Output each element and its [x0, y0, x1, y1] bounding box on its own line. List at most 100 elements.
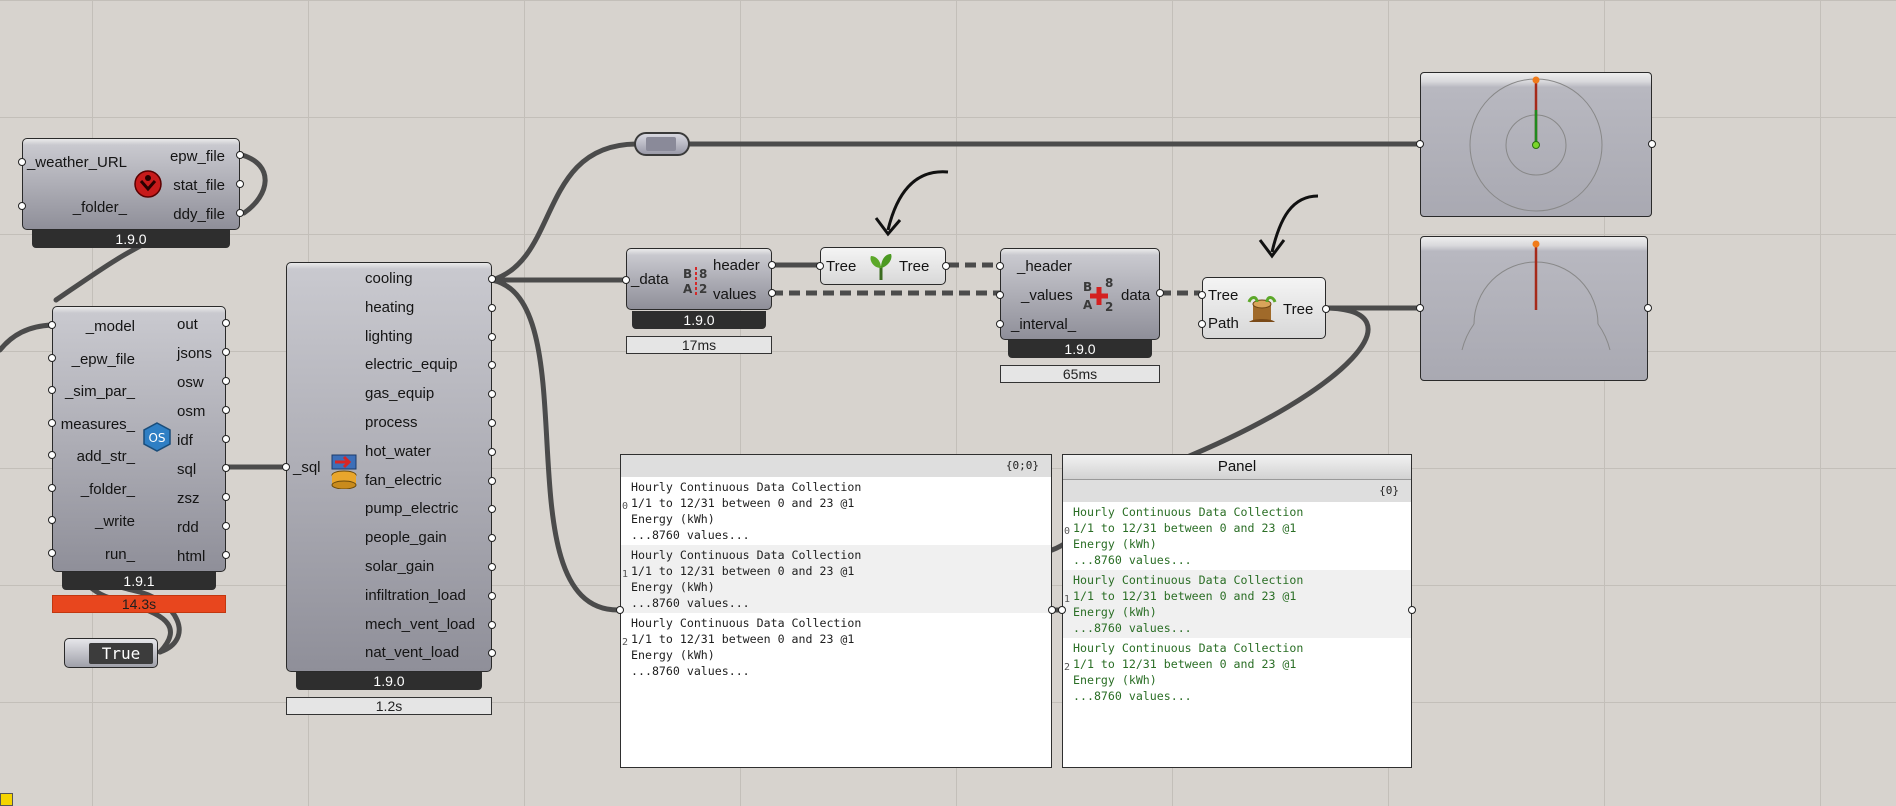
download-weather-component[interactable]: _weather_URL _folder_ epw_file stat_file… [22, 138, 240, 230]
port-jsons[interactable] [222, 348, 230, 356]
port-graft-tree-out[interactable] [1322, 305, 1330, 313]
deconstruct-data-component[interactable]: _data header values B A 8 2 [626, 248, 772, 310]
relay-node[interactable] [634, 132, 690, 156]
output-zsz: zsz [177, 490, 200, 507]
port-preview1-in[interactable] [1416, 140, 1424, 148]
port-stat-file[interactable] [236, 180, 244, 188]
port-panel2-in[interactable] [1058, 606, 1066, 614]
openstudio-icon: OS [143, 422, 171, 452]
port-input-measures[interactable] [48, 419, 56, 427]
input-weather-url: _weather_URL [26, 154, 127, 171]
graft-input-tree: Tree [1208, 287, 1239, 304]
port-data-input[interactable] [622, 276, 630, 284]
output-ddy-file: ddy_file [173, 206, 225, 223]
port-preview2-out[interactable] [1644, 304, 1652, 312]
port-input-epw[interactable] [48, 354, 56, 362]
flatten-tree-icon [870, 254, 892, 280]
port-input-run[interactable] [48, 549, 56, 557]
port-flatten-out[interactable] [942, 262, 950, 270]
port-ddy-file[interactable] [236, 209, 244, 217]
port-osw[interactable] [222, 377, 230, 385]
simplify-tree-icon [1247, 296, 1277, 322]
port-model-out[interactable] [222, 319, 230, 327]
port-sql-output-cooling[interactable] [488, 275, 496, 283]
port-sql-output-solar-gain[interactable] [488, 563, 496, 571]
panel-entry-line: Hourly Continuous Data Collection [1073, 505, 1304, 519]
port-sql-output-electric-equip[interactable] [488, 361, 496, 370]
read-results-component[interactable]: _sql [286, 262, 492, 672]
sql-output-mech-vent-load: mech_vent_load [365, 615, 476, 633]
port-sql-output-fan-electric[interactable] [488, 476, 496, 485]
port-epw-file[interactable] [236, 151, 244, 159]
output-osw: osw [177, 374, 204, 391]
construct-data-component[interactable]: _header _values _interval_ data B A 8 2 [1000, 248, 1160, 340]
panel-entry-line: Hourly Continuous Data Collection [631, 480, 862, 494]
svg-text:OS: OS [148, 431, 165, 445]
ladybug-download-icon [134, 170, 162, 198]
output-stat-file: stat_file [173, 177, 225, 194]
annotation-arrow-flatten [874, 170, 949, 237]
port-panel2-out[interactable] [1408, 606, 1416, 614]
port-sql-output-people-gain[interactable] [488, 534, 496, 543]
port-input-model[interactable] [48, 321, 56, 329]
port-weather-url[interactable] [18, 158, 26, 166]
panel-entry-line: Hourly Continuous Data Collection [1073, 641, 1304, 655]
port-interval-in[interactable] [996, 320, 1004, 328]
port-folder[interactable] [18, 202, 26, 210]
port-sql-output-process[interactable] [488, 419, 496, 427]
port-sql-output-heating[interactable] [488, 303, 496, 312]
port-sql-output-hot-water[interactable] [488, 447, 496, 456]
port-sql[interactable] [222, 464, 230, 472]
port-data-out[interactable] [1156, 289, 1164, 297]
port-sql-output-gas-equip[interactable] [488, 390, 496, 399]
port-zsz[interactable] [222, 493, 230, 501]
port-panel1-in[interactable] [616, 606, 624, 614]
port-input-folder[interactable] [48, 484, 56, 492]
port-rdd[interactable] [222, 522, 230, 530]
port-graft-path-in[interactable] [1198, 320, 1206, 328]
port-sql-output-lighting[interactable] [488, 332, 496, 341]
input-interval: _interval_ [1011, 316, 1077, 333]
port-header-output[interactable] [768, 261, 776, 269]
port-preview2-in[interactable] [1416, 304, 1424, 312]
port-input-sim-par[interactable] [48, 386, 56, 394]
input-write: _write [94, 513, 135, 530]
panel-entry-line: ...8760 values... [1073, 553, 1192, 567]
run-simulation-component[interactable]: _model _epw_file _sim_par_ measures_ add… [52, 306, 226, 572]
port-graft-tree-in[interactable] [1198, 291, 1206, 299]
port-sql-input[interactable] [282, 463, 290, 471]
port-values-in[interactable] [996, 291, 1004, 299]
output-sql: sql [177, 461, 197, 478]
port-sql-output-infiltration-load[interactable] [488, 591, 496, 600]
svg-text:8: 8 [699, 267, 707, 281]
port-header-in[interactable] [996, 262, 1004, 270]
simplify-tree-component[interactable]: Tree Path Tree [1202, 277, 1326, 339]
port-values-output[interactable] [768, 289, 776, 297]
sql-output-process: process [365, 414, 418, 431]
port-input-write[interactable] [48, 516, 56, 524]
preview-display-1[interactable] [1420, 72, 1652, 217]
port-osm[interactable] [222, 406, 230, 414]
construct-version: 1.9.0 [1008, 340, 1152, 358]
panel-entry-index: 0 [1064, 526, 1071, 537]
run-boolean-toggle[interactable]: True [64, 638, 158, 668]
sql-output-electric-equip: electric_equip [365, 356, 458, 374]
port-panel1-out[interactable] [1048, 606, 1056, 614]
port-idf[interactable] [222, 435, 230, 443]
graft-input-path: Path [1208, 315, 1239, 332]
canvas-corner-marker [0, 793, 13, 806]
input-sim-par: _sim_par_ [64, 383, 135, 400]
port-sql-output-mech-vent-load[interactable] [488, 620, 496, 629]
port-sql-output-nat-vent-load[interactable] [488, 649, 496, 658]
preview-display-2[interactable] [1420, 236, 1648, 381]
flatten-tree-component[interactable]: Tree Tree [820, 247, 946, 285]
port-html[interactable] [222, 551, 230, 559]
sql-output-gas-equip: gas_equip [365, 385, 435, 403]
port-input-add-str[interactable] [48, 451, 56, 459]
port-preview1-out[interactable] [1648, 140, 1656, 148]
port-flatten-in[interactable] [816, 262, 824, 270]
output-header: header [713, 257, 760, 274]
port-sql-output-pump-electric[interactable] [488, 505, 496, 514]
